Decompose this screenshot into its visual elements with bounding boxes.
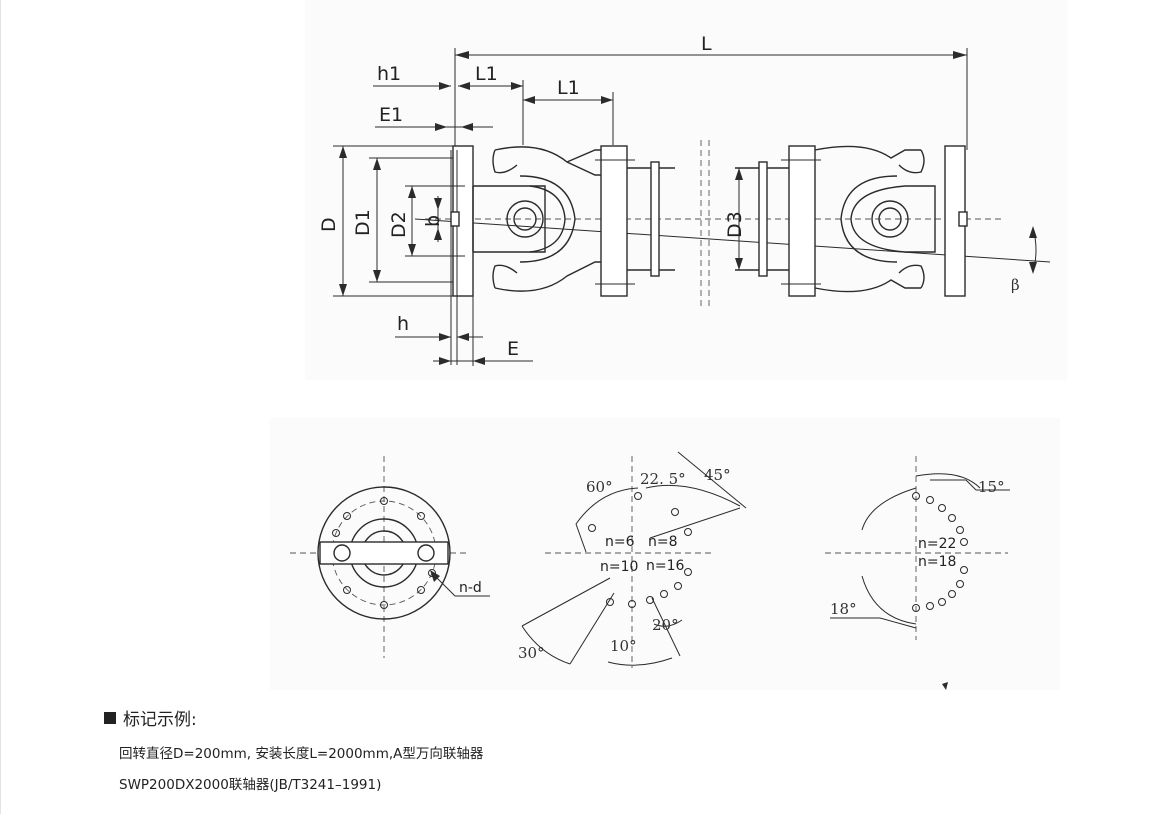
square-bullet-icon: [104, 711, 116, 724]
right-middle-flange: [788, 145, 816, 297]
label-angle-10: 10°: [610, 637, 637, 655]
flange-key-bar: [319, 541, 449, 565]
centerline-beta: [414, 218, 1051, 263]
label-angle-15: 15°: [978, 478, 1005, 496]
label-E: E: [507, 338, 519, 360]
label-angle-45: 45°: [704, 466, 731, 484]
marking-example: 标记示例: 回转直径D=200mm, 安装长度L=2000mm,A型万向联轴器 …: [104, 705, 483, 793]
left-joint-cross: [506, 200, 544, 238]
label-n-d: n-d: [459, 580, 482, 596]
label-n8: n=8: [648, 534, 678, 550]
marking-example-line-1: 回转直径D=200mm, 安装长度L=2000mm,A型万向联轴器: [119, 746, 484, 762]
label-b: b: [422, 215, 444, 227]
right-joint-cross: [871, 200, 909, 238]
marking-example-line-2: SWP200DX2000联轴器(JB/T3241–1991): [119, 777, 382, 793]
stray-mark: [942, 682, 948, 690]
label-angle-20: 20°: [652, 616, 679, 634]
label-n22: n=22: [918, 536, 956, 552]
page-left-border: [0, 0, 1, 814]
left-tube-ring: [650, 161, 660, 277]
label-D2: D2: [388, 211, 410, 238]
label-E1: E1: [379, 104, 403, 126]
label-angle-30: 30°: [518, 644, 545, 662]
label-D1: D1: [352, 209, 374, 236]
flange-outer-circle: [317, 486, 451, 620]
marking-example-title: 标记示例:: [123, 710, 197, 730]
label-D3: D3: [724, 211, 746, 238]
label-n6: n=6: [605, 534, 635, 550]
label-n18: n=18: [918, 554, 956, 570]
label-L: L: [701, 33, 712, 55]
label-L1-left: L1: [475, 63, 498, 85]
label-angle-22-5: 22. 5°: [640, 470, 686, 488]
label-D: D: [318, 217, 340, 232]
flange-hole-layout-drawing: n-d 60° 22. 5° 45° n=6 n=8 n=10 n=16 30°…: [270, 418, 1060, 690]
label-L1-right: L1: [557, 77, 580, 99]
right-tube-ring: [758, 161, 768, 277]
label-angle-18: 18°: [830, 600, 857, 618]
label-beta: β: [1011, 276, 1020, 294]
coupling-side-view-drawing: L h1 L1 L1 E1 D D1 D2 b: [305, 0, 1067, 380]
marking-example-heading: 标记示例:: [104, 705, 483, 730]
label-h: h: [397, 313, 409, 335]
left-middle-flange: [600, 145, 628, 297]
label-angle-60: 60°: [586, 478, 613, 496]
label-h1: h1: [377, 63, 401, 85]
label-n10: n=10: [600, 559, 638, 575]
label-n16: n=16: [646, 558, 685, 574]
